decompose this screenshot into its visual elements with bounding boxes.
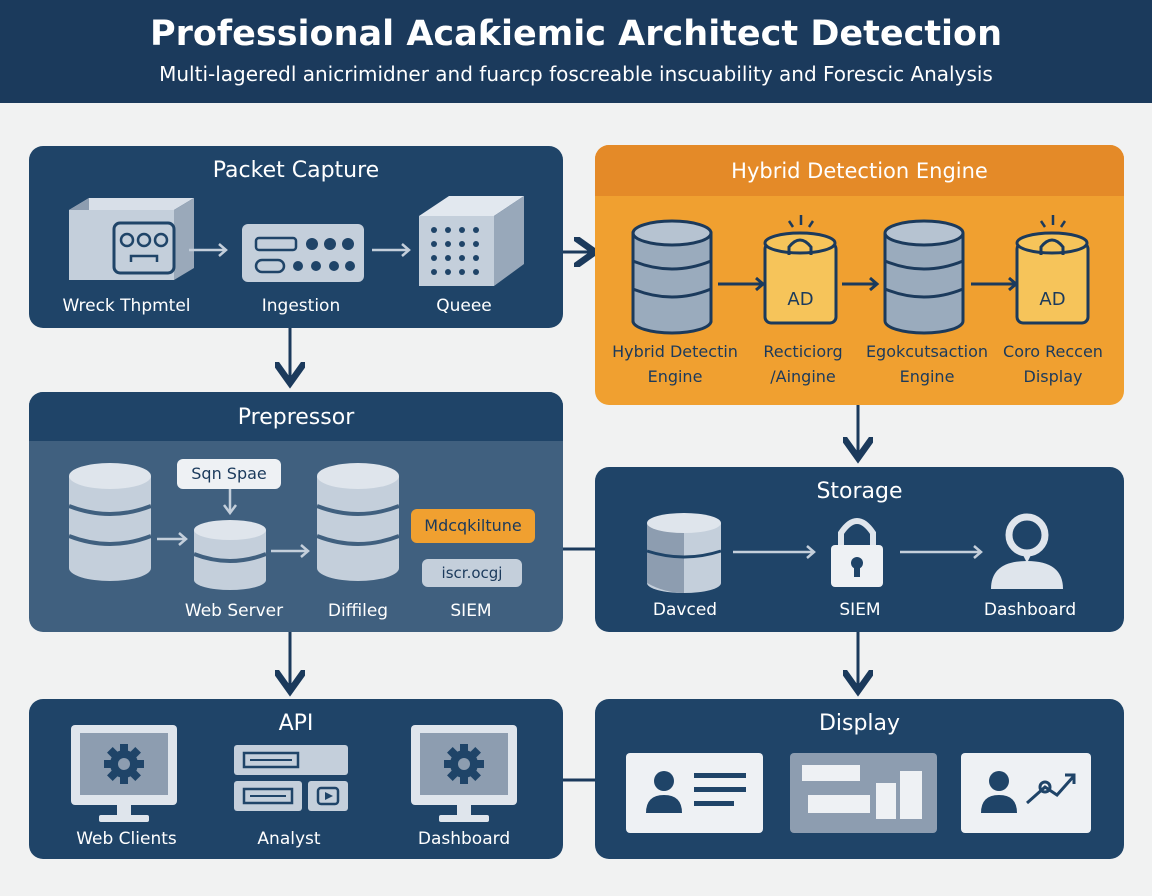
api-item-label: Dashboard	[417, 829, 511, 849]
ad-lock-icon	[1015, 215, 1090, 325]
user-icon	[991, 513, 1063, 589]
api-title: API	[278, 711, 314, 736]
api-item-label: Analyst	[257, 829, 321, 849]
storage-panel: Storage Davced SIEM Dashboard	[595, 467, 1124, 632]
callout-pointer	[223, 489, 237, 516]
ingestion-panel-icon	[242, 224, 364, 282]
monitor-gear-icon	[71, 725, 177, 822]
siem-label: SIEM	[450, 601, 492, 621]
database-icon	[316, 463, 400, 581]
storage-item-label: Davced	[652, 600, 718, 620]
lock-icon	[831, 518, 883, 587]
grey-tag: iscr.ocgj	[422, 559, 522, 587]
ad-lock-icon	[763, 215, 838, 325]
storage-item-label: SIEM	[839, 600, 881, 620]
orange-tag: Mdcqkiltune	[411, 509, 535, 543]
database-icon	[68, 463, 152, 581]
ad-badge: AD	[787, 289, 814, 310]
prepressor-header-band	[29, 392, 563, 441]
arrow-icon	[733, 545, 816, 559]
display-panel: Display	[595, 699, 1124, 859]
packet-capture-title: Packet Capture	[212, 158, 380, 183]
packet-capture-panel: Packet Capture Wreck Thpmtel Inge	[29, 146, 563, 328]
hybrid-title: Hybrid Detection Engine	[731, 159, 988, 183]
api-panel: API	[29, 699, 563, 859]
storage-title: Storage	[816, 479, 903, 504]
hybrid-item-label: Coro Reccen Display	[1003, 342, 1103, 386]
hybrid-header-band	[595, 145, 1124, 196]
hybrid-item-label: Recticiorg /Aingine	[763, 342, 843, 386]
queue-cube-icon	[419, 196, 524, 286]
web-server-database-icon	[193, 520, 267, 590]
diffileg-label: Diffileg	[327, 601, 389, 621]
storage-item-label: Dashboard	[983, 600, 1077, 620]
bar-chart-card-icon	[790, 753, 937, 833]
analytics-card-icon	[961, 753, 1091, 833]
display-title: Display	[818, 711, 901, 736]
arrow-icon	[900, 545, 983, 559]
queue-item-label: Queee	[436, 296, 492, 316]
profile-card-icon	[626, 753, 763, 833]
header-banner	[0, 0, 1152, 103]
arrow-icon	[971, 276, 1019, 292]
disk-database-icon	[646, 513, 722, 593]
prepressor-title: Prepressor	[237, 405, 355, 430]
page-subtitle: Multi-lageredl anicrimidner and fuarcp f…	[159, 62, 993, 86]
web-server-label: Web Server	[184, 601, 284, 621]
prepressor-panel: Prepressor Sqn Spae Mdcqkiltune iscr.ocg…	[29, 392, 563, 632]
monitor-gear-icon	[411, 725, 517, 822]
hybrid-item-label: Hybrid Detectin Engine	[612, 342, 738, 386]
arrow-icon	[372, 243, 411, 257]
ingestion-item-label: Ingestion	[261, 296, 341, 316]
arrow-icon	[271, 544, 310, 558]
hybrid-item-label: Egokcutsaction Engine	[865, 342, 989, 386]
hybrid-engine-panel: Hybrid Detection Engine AD	[595, 145, 1124, 405]
capture-item-label: Wreck Thpmtel	[62, 296, 191, 316]
arrow-icon	[718, 276, 766, 292]
arrow-icon	[157, 532, 188, 546]
ad-badge: AD	[1039, 289, 1066, 310]
page-title: Professional Acaƙiemic Architect Detecti…	[149, 14, 1003, 54]
database-icon	[883, 219, 965, 335]
arrow-icon	[189, 243, 228, 257]
sqn-space-callout: Sqn Spae	[177, 459, 281, 489]
capture-device-icon	[69, 198, 194, 280]
api-item-label: Web Clients	[76, 829, 177, 849]
server-rack-icon	[234, 745, 348, 811]
arrow-icon	[842, 276, 880, 292]
database-icon	[631, 219, 713, 335]
